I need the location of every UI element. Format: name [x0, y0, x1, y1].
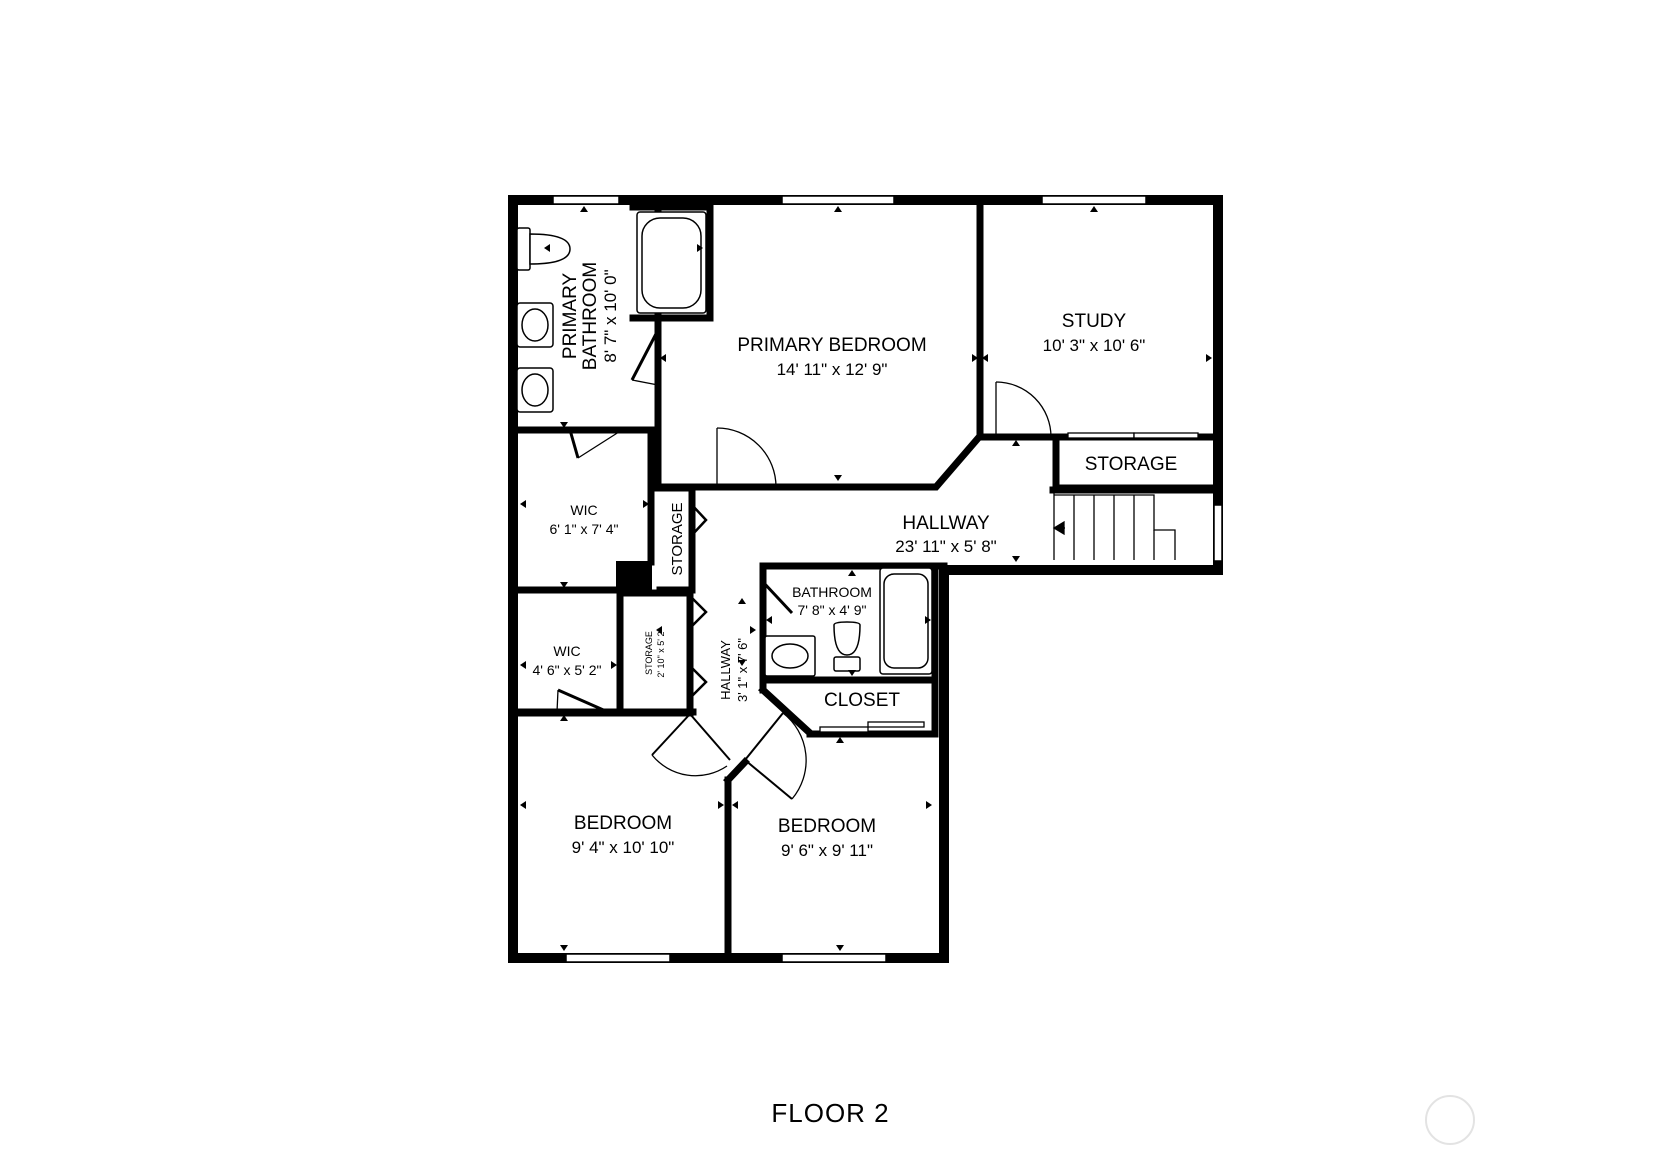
floor-label: FLOOR 2	[771, 1098, 890, 1128]
bedroom-right-name: BEDROOM	[778, 816, 876, 837]
structural-column	[616, 561, 652, 593]
room-storage-upper: STORAGE	[1085, 454, 1178, 475]
dimension-markers	[520, 206, 1212, 951]
windows	[552, 195, 1223, 963]
primary-bathroom-name-1: PRIMARY	[560, 273, 581, 360]
room-primary-bedroom: PRIMARY BEDROOM 14' 11" x 12' 9"	[737, 335, 926, 379]
wic-lower-dims: 4' 6" x 5' 2"	[533, 662, 602, 678]
room-primary-bathroom: PRIMARY BATHROOM 8' 7" x 10' 0"	[560, 262, 620, 370]
storage-vertical-name: STORAGE	[669, 502, 686, 575]
watermark-logo-icon	[1425, 1095, 1475, 1145]
room-hallway-small: HALLWAY 3' 1" x 7' 6"	[718, 638, 750, 702]
bedroom-left-dims: 9' 4" x 10' 10"	[572, 838, 675, 857]
wic-lower-name: WIC	[553, 643, 580, 659]
study-dims: 10' 3" x 10' 6"	[1043, 336, 1146, 355]
wic-upper-dims: 6' 1" x 7' 4"	[550, 521, 619, 537]
outer-walls	[508, 195, 1223, 963]
bedroom-right-dims: 9' 6" x 9' 11"	[781, 841, 873, 860]
room-closet: CLOSET	[824, 690, 900, 711]
hallway-small-name: HALLWAY	[718, 640, 733, 700]
storage-small-name: STORAGE	[644, 631, 654, 675]
bathroom-name: BATHROOM	[792, 584, 872, 600]
closet-name: CLOSET	[824, 690, 900, 711]
fixtures	[516, 211, 933, 677]
hallway-small-dims: 3' 1" x 7' 6"	[735, 638, 750, 702]
primary-bathroom-dims: 8' 7" x 10' 0"	[601, 269, 620, 362]
storage-small-dims: 2' 10" x 5' 2"	[656, 628, 666, 677]
hallway-main-name: HALLWAY	[902, 513, 990, 534]
storage-upper-name: STORAGE	[1085, 454, 1178, 475]
room-storage-small: STORAGE 2' 10" x 5' 2"	[644, 628, 666, 677]
bedroom-left-name: BEDROOM	[574, 813, 672, 834]
room-hallway-main: HALLWAY 23' 11" x 5' 8"	[895, 513, 996, 556]
room-wic-upper: WIC 6' 1" x 7' 4"	[550, 502, 619, 537]
primary-bathroom-name-2: BATHROOM	[580, 262, 601, 370]
room-bedroom-left: BEDROOM 9' 4" x 10' 10"	[572, 813, 675, 857]
room-wic-lower: WIC 4' 6" x 5' 2"	[533, 643, 602, 678]
primary-bedroom-name: PRIMARY BEDROOM	[737, 335, 926, 356]
hallway-main-dims: 23' 11" x 5' 8"	[895, 537, 996, 556]
interior-walls	[513, 201, 1216, 958]
room-bathroom: BATHROOM 7' 8" x 4' 9"	[792, 584, 872, 618]
study-name: STUDY	[1062, 311, 1127, 332]
wic-upper-name: WIC	[570, 502, 597, 518]
primary-bedroom-dims: 14' 11" x 12' 9"	[777, 360, 888, 379]
room-storage-vertical: STORAGE	[669, 502, 686, 575]
room-study: STUDY 10' 3" x 10' 6"	[1043, 311, 1146, 355]
sliding-doors	[819, 432, 1199, 733]
staircase	[1052, 492, 1176, 560]
doors	[556, 329, 1052, 800]
bathroom-dims: 7' 8" x 4' 9"	[798, 602, 867, 618]
room-bedroom-right: BEDROOM 9' 6" x 9' 11"	[778, 816, 876, 860]
